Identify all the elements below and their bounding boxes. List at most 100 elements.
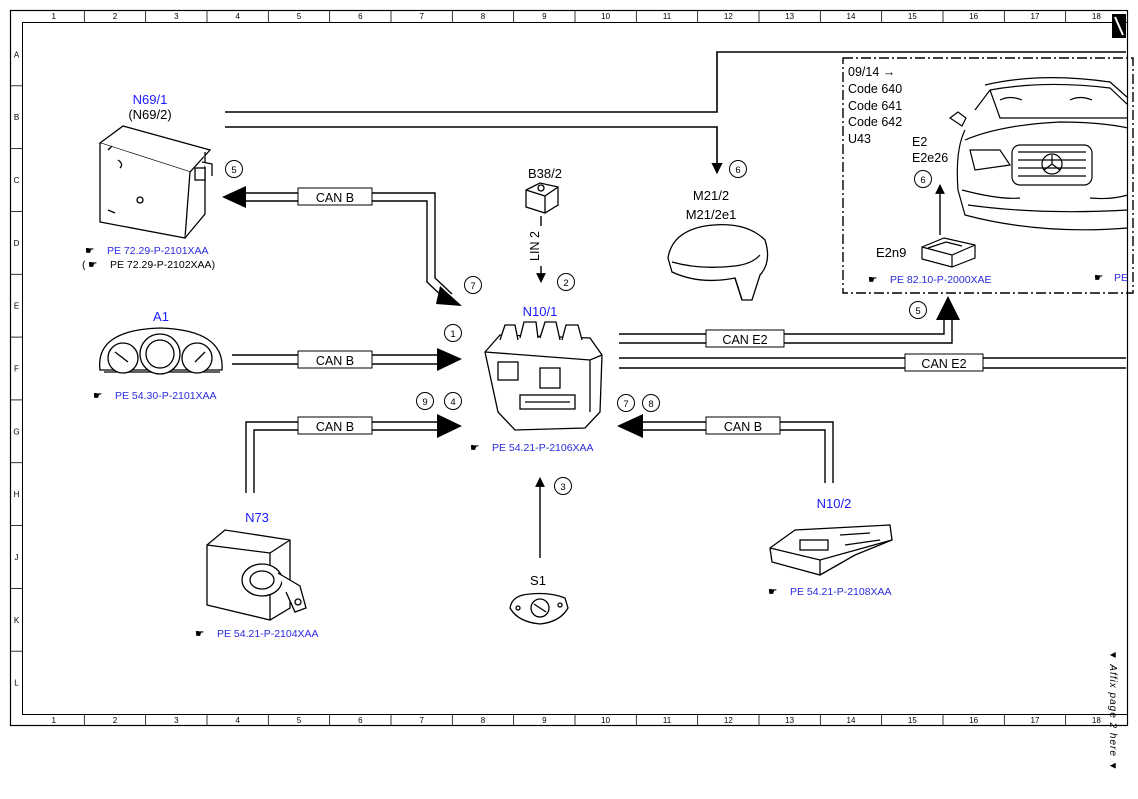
- sam-module-icon: [484, 321, 603, 431]
- column-label: 4: [235, 716, 240, 725]
- column-label: 5: [297, 12, 302, 21]
- wire-n69-top: [225, 51, 1126, 113]
- bus-label-can-b-3: CAN B: [297, 416, 373, 435]
- rain-light-sensor-icon: [525, 182, 559, 214]
- component-m21-2: M21/2 M21/2e1: [667, 188, 769, 301]
- column-label: 1: [51, 12, 56, 21]
- e2-label: E2: [912, 135, 927, 149]
- inset-ref-cut: ☛ PE: [1094, 272, 1128, 284]
- bus-can-b-n69: [245, 192, 453, 301]
- component-n10-2: N10/2 ☛ PE 54.21-P-2108XAA: [768, 496, 893, 598]
- n69-1-label: N69/1: [133, 92, 168, 107]
- e2n9-ref: ☛ PE 82.10-P-2000XAE: [868, 274, 992, 286]
- column-label: 10: [601, 716, 610, 725]
- column-label: 10: [601, 12, 610, 21]
- callout-5-inset: 5: [909, 301, 927, 319]
- column-label: 11: [663, 716, 672, 725]
- wiring: [225, 51, 1126, 558]
- column-label: 6: [358, 12, 363, 21]
- callout-5-n69: 5: [225, 160, 243, 178]
- hand-pointer-icon: ☛: [868, 274, 877, 286]
- bus-label-lin-2: LIN 2: [528, 226, 550, 266]
- column-label: 7: [419, 12, 424, 21]
- drawing-frame: 1122334455667788991010111112121313141415…: [9, 9, 1129, 727]
- callout-1: 1: [444, 324, 462, 342]
- row-label: J: [15, 553, 19, 562]
- svg-text:CAN E2: CAN E2: [921, 357, 966, 371]
- svg-text:PE 54.21-P-2108XAA: PE 54.21-P-2108XAA: [790, 586, 892, 598]
- row-label: B: [14, 113, 19, 122]
- inset-variant-box: 09/14 → Code 640 Code 641 Code 642 U43 E…: [842, 57, 1134, 294]
- row-label: G: [13, 427, 19, 436]
- a1-label: A1: [153, 309, 169, 324]
- n73-ref: ☛ PE 54.21-P-2104XAA: [195, 628, 319, 640]
- svg-text:PE: PE: [1114, 272, 1128, 284]
- callout-9: 9: [416, 392, 434, 410]
- svg-text:1: 1: [450, 329, 455, 340]
- column-label: 17: [1031, 12, 1040, 21]
- e2e26-label: E2e26: [912, 151, 948, 165]
- bus-labels: CAN B CAN B CAN B CAN B CAN E2 CAN E2 LI…: [297, 187, 984, 435]
- s1-label: S1: [530, 573, 546, 588]
- callout-6-m21: 6: [729, 160, 747, 178]
- row-label: A: [14, 50, 20, 59]
- column-label: 2: [113, 12, 118, 21]
- svg-text:PE 82.10-P-2000XAE: PE 82.10-P-2000XAE: [890, 274, 992, 286]
- column-label: 1: [51, 716, 56, 725]
- svg-text:CAN B: CAN B: [316, 354, 354, 368]
- column-label: 13: [785, 716, 794, 725]
- column-label: 15: [908, 716, 917, 725]
- column-label: 14: [847, 12, 856, 21]
- inset-code-641: Code 641: [848, 99, 902, 113]
- n69-2-label: (N69/2): [128, 107, 171, 122]
- hand-pointer-icon: ☛: [195, 628, 204, 640]
- component-a1: A1 ☛ PE 54.30-P-2101XAA: [93, 309, 223, 402]
- column-label: 6: [358, 716, 363, 725]
- svg-text:2: 2: [563, 278, 568, 289]
- column-label: 7: [419, 716, 424, 725]
- svg-text:5: 5: [231, 165, 236, 176]
- double-buses: [222, 186, 1126, 493]
- row-label: E: [14, 302, 19, 311]
- svg-text:4: 4: [450, 397, 455, 408]
- column-label: 4: [235, 12, 240, 21]
- bus-label-can-b-4: CAN B: [705, 416, 781, 435]
- svg-text:7: 7: [623, 399, 628, 410]
- column-label: 8: [481, 12, 486, 21]
- row-label: D: [14, 239, 20, 248]
- svg-text:CAN B: CAN B: [724, 420, 762, 434]
- column-label: 14: [847, 716, 856, 725]
- n73-label: N73: [245, 510, 269, 525]
- car-front-illustration: [948, 77, 1129, 231]
- column-label: 16: [969, 716, 978, 725]
- column-label: 17: [1031, 716, 1040, 725]
- bus-can-e2-1: [619, 318, 953, 344]
- svg-text:LIN 2: LIN 2: [528, 231, 542, 261]
- bus-can-b-n73: [245, 421, 440, 493]
- svg-text:7: 7: [470, 281, 475, 292]
- n69-alt-ref: ( ☛ PE 72.29-P-2102XAA): [82, 259, 215, 271]
- callout-4: 4: [444, 392, 462, 410]
- svg-text:PE 72.29-P-2102XAA): PE 72.29-P-2102XAA): [110, 259, 215, 271]
- row-label: F: [14, 365, 19, 374]
- n10-2-label: N10/2: [817, 496, 852, 511]
- n10-1-ref: ☛ PE 54.21-P-2106XAA: [470, 442, 594, 454]
- component-n73: N73 ☛ PE 54.21-P-2104XAA: [195, 510, 319, 640]
- svg-text:CAN B: CAN B: [316, 420, 354, 434]
- callout-2: 2: [557, 273, 575, 291]
- row-label: H: [14, 490, 20, 499]
- bus-label-can-b-1: CAN B: [297, 187, 373, 206]
- svg-text:PE 72.29-P-2101XAA: PE 72.29-P-2101XAA: [107, 245, 209, 257]
- svg-text:5: 5: [915, 306, 920, 317]
- row-label: C: [14, 176, 20, 185]
- n10-1-label: N10/1: [523, 304, 558, 319]
- bus-label-can-e2-2: CAN E2: [904, 353, 984, 372]
- m21-2e1-label: M21/2e1: [686, 207, 737, 222]
- column-label: 3: [174, 716, 179, 725]
- n69-module-icon: [98, 125, 213, 239]
- column-label: 9: [542, 12, 547, 21]
- column-label: 9: [542, 716, 547, 725]
- hand-pointer-icon: ☛: [470, 442, 479, 454]
- svg-text:PE 54.21-P-2106XAA: PE 54.21-P-2106XAA: [492, 442, 594, 454]
- column-label: 11: [663, 12, 672, 21]
